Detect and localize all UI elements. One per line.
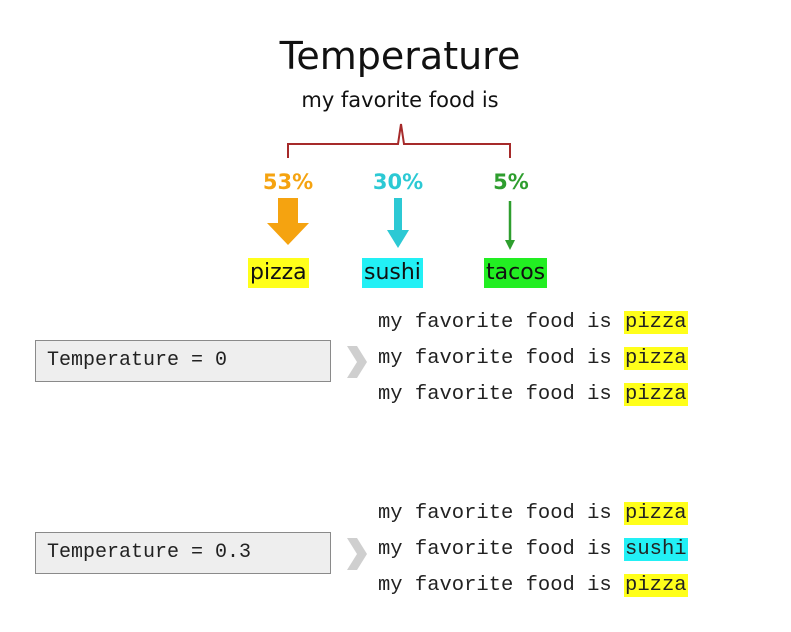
output-prefix: my favorite food is xyxy=(378,538,625,561)
output-line: my favorite food is pizza xyxy=(378,381,688,409)
output-token: sushi xyxy=(624,538,688,561)
output-token: pizza xyxy=(624,311,688,334)
pizza-token: pizza xyxy=(248,258,309,288)
pizza-probability: 53% xyxy=(262,170,314,194)
output-prefix: my favorite food is xyxy=(378,502,625,525)
output-token: pizza xyxy=(624,574,688,597)
output-token: pizza xyxy=(624,347,688,370)
temperature-0-label: Temperature = 0 xyxy=(35,340,331,382)
prompt-text: my favorite food is xyxy=(301,88,499,112)
tacos-token: tacos xyxy=(484,258,548,288)
sushi-arrow xyxy=(387,198,409,248)
output-prefix: my favorite food is xyxy=(378,347,625,370)
output-line: my favorite food is pizza xyxy=(378,572,688,600)
output-line: my favorite food is pizza xyxy=(378,345,688,373)
chevron-right-icon xyxy=(347,346,367,378)
output-line: my favorite food is pizza xyxy=(378,309,688,337)
diagram-title: Temperature xyxy=(279,34,521,78)
sushi-probability: 30% xyxy=(372,170,424,194)
output-line: my favorite food is sushi xyxy=(378,536,688,564)
output-prefix: my favorite food is xyxy=(378,311,625,334)
tacos-probability: 5% xyxy=(493,170,529,194)
output-token: pizza xyxy=(624,383,688,406)
brace xyxy=(287,123,511,158)
temperature-0.3-label: Temperature = 0.3 xyxy=(35,532,331,574)
output-prefix: my favorite food is xyxy=(378,383,625,406)
output-prefix: my favorite food is xyxy=(378,574,625,597)
tacos-arrow-head xyxy=(505,240,515,250)
output-line: my favorite food is pizza xyxy=(378,500,688,528)
chevron-right-icon xyxy=(347,538,367,570)
probability-diagram xyxy=(267,123,515,250)
output-token: pizza xyxy=(624,502,688,525)
pizza-arrow xyxy=(267,198,309,245)
sushi-token: sushi xyxy=(362,258,423,288)
